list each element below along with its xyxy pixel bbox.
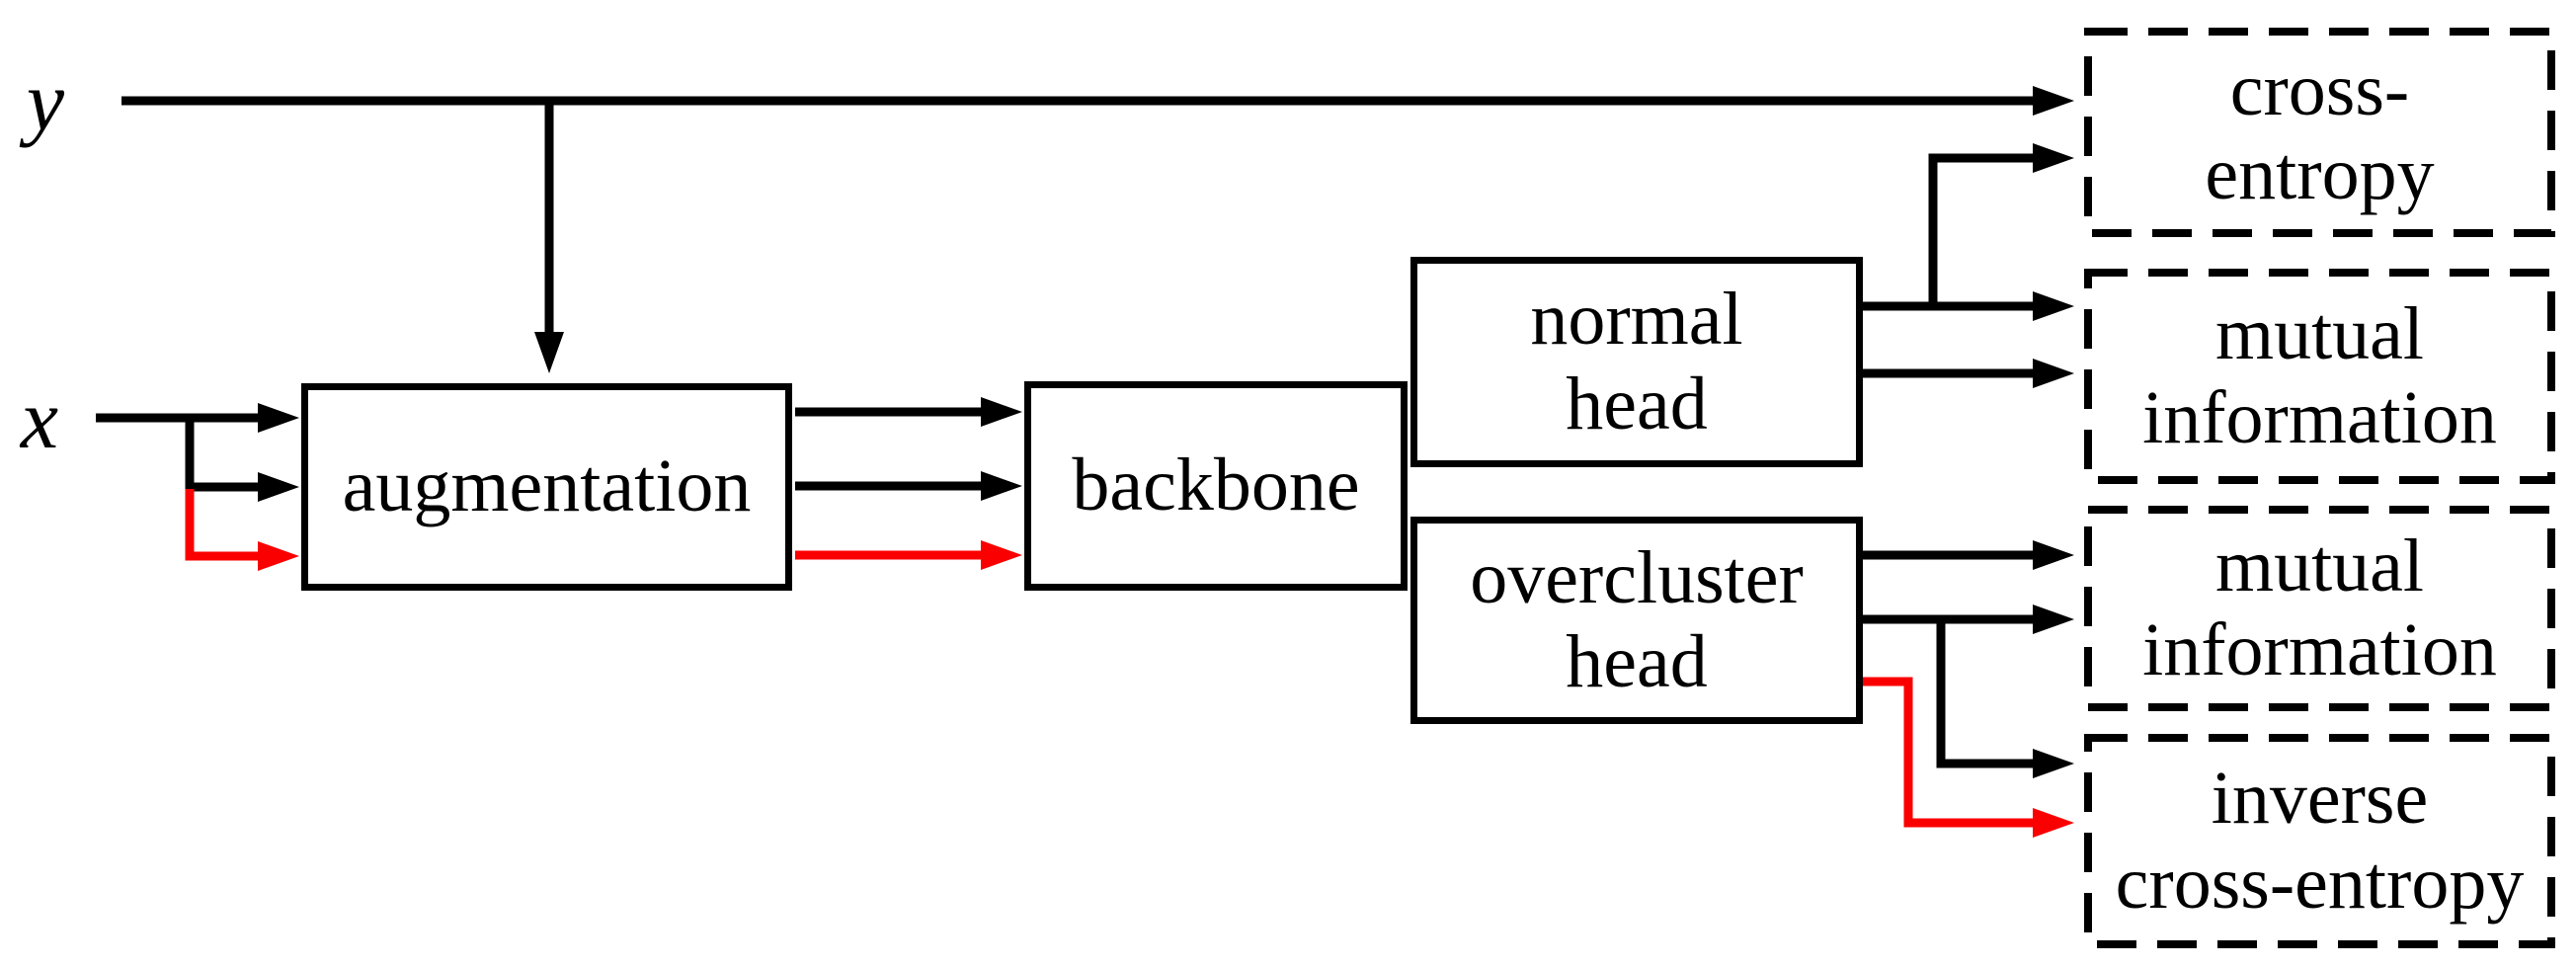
arrowhead-augmentation-to-backbone-2 [981,471,1022,501]
loss-box-cross-entropy-border [2084,28,2555,237]
arrowhead-augmentation-to-backbone-red [981,540,1022,570]
loss-box-mutual-information-top-border [2084,269,2555,484]
loss-cross-entropy-line2: entropy [2205,132,2435,215]
loss-mutual-information-top-line1: mutual [2214,291,2425,375]
label-y-text: y [26,53,65,148]
node-augmentation: augmentation [301,383,792,591]
arrowhead-x-to-augmentation-red [258,541,299,571]
loss-cross-entropy-line1: cross- [2229,47,2410,131]
node-overcluster-head-line1: overcluster [1470,535,1804,619]
arrowhead-x-to-augmentation-2 [258,472,299,502]
node-backbone: backbone [1024,381,1408,591]
arrowhead-overcluster-head-to-inverse-cross-entropy-black [2033,749,2074,778]
loss-mutual-information-top-line2: information [2142,376,2497,459]
edge-x-to-augmentation-red [185,489,262,561]
arrowhead-y-to-cross-entropy [2033,86,2074,116]
loss-inverse-cross-entropy-line2: cross-entropy [2115,841,2525,925]
arrowhead-overcluster-head-to-mutual-information-2 [2033,605,2074,634]
edge-overcluster-head-to-inverse-cross-entropy-black [1936,619,2035,768]
arrowhead-normal-head-to-cross-entropy [2033,143,2074,173]
node-backbone-label: backbone [1072,444,1360,527]
loss-mutual-information-top: mutual information [2084,269,2555,484]
arrowhead-normal-head-to-mutual-information-1 [2033,291,2074,321]
node-overcluster-head: overcluster head [1410,517,1863,724]
node-normal-head: normal head [1410,257,1863,467]
loss-inverse-cross-entropy: inverse cross-entropy [2084,734,2555,948]
loss-mutual-information-bottom-line1: mutual [2214,524,2425,607]
edge-normal-head-to-cross-entropy [1928,153,2035,306]
label-y-input: y [8,49,83,152]
arrowhead-normal-head-to-mutual-information-2 [2033,359,2074,388]
arrowhead-overcluster-head-to-inverse-cross-entropy-red [2033,808,2074,838]
loss-cross-entropy: cross- entropy [2084,28,2555,237]
loss-mutual-information-bottom-line2: information [2142,608,2497,691]
node-normal-head-line2: head [1566,362,1708,445]
loss-mutual-information-bottom: mutual information [2084,506,2555,711]
node-augmentation-label: augmentation [342,444,752,528]
node-overcluster-head-line2: head [1566,620,1708,703]
arrowhead-overcluster-head-to-mutual-information-1 [2033,540,2074,570]
arrowhead-y-to-augmentation [534,332,564,373]
edge-overcluster-head-to-inverse-cross-entropy-red [1859,677,2035,828]
loss-box-inverse-cross-entropy-border [2084,734,2555,948]
loss-inverse-cross-entropy-line1: inverse [2211,757,2429,841]
arrowhead-augmentation-to-backbone-1 [981,397,1022,427]
label-x-text: x [20,371,59,466]
arrowhead-x-to-augmentation-1 [258,403,299,433]
node-normal-head-line1: normal [1530,278,1743,362]
loss-box-mutual-information-bottom-border [2084,506,2555,711]
label-x-input: x [2,371,77,466]
